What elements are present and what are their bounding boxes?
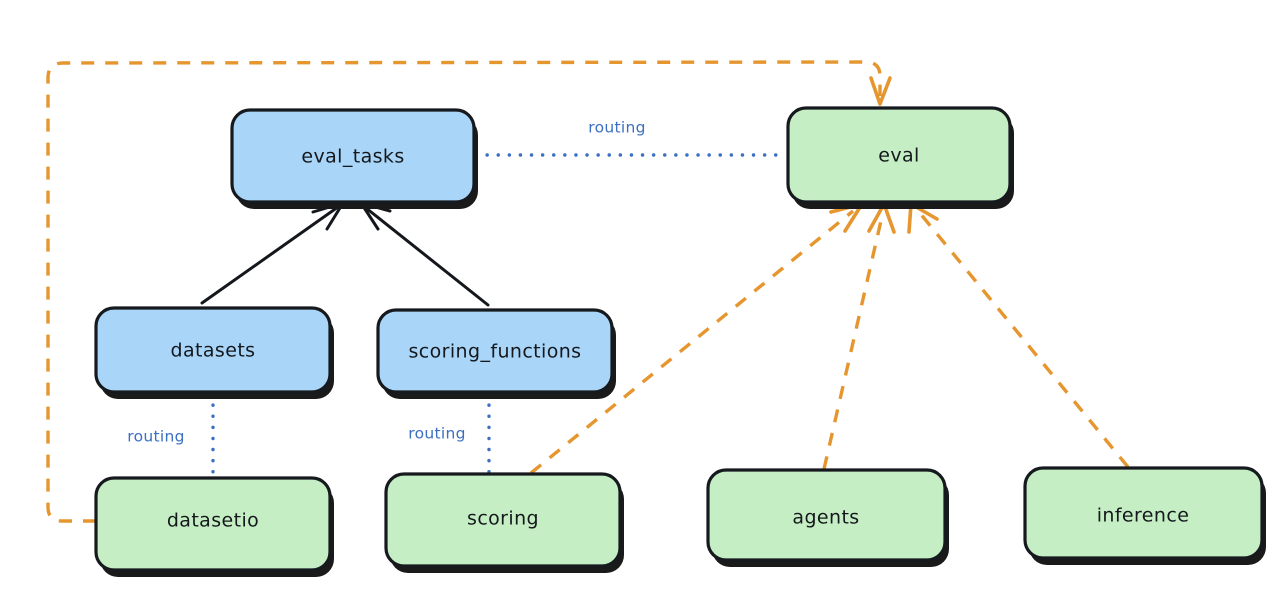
edge-datasets-eval_tasks-line — [200, 205, 340, 305]
node-datasetio[interactable]: datasetio — [94, 476, 334, 577]
node-agents[interactable]: agents — [706, 468, 949, 567]
node-scoring-label: scoring — [467, 508, 539, 530]
edge-datasets-eval_tasks — [200, 201, 345, 305]
edge-inference-eval-line — [917, 210, 1130, 469]
node-datasets[interactable]: datasets — [94, 306, 334, 399]
node-eval-box — [786, 106, 1012, 204]
edge-group-solid — [200, 201, 490, 307]
node-scoring_functions-label: scoring_functions — [409, 341, 582, 363]
node-datasetio-label: datasetio — [167, 510, 259, 532]
node-inference-label: inference — [1097, 505, 1190, 527]
node-agents-box — [706, 468, 947, 562]
edge-label-scoring_functions-scoring: routing — [408, 425, 466, 443]
edge-agents-eval-line — [822, 211, 885, 470]
node-inference-box — [1023, 466, 1264, 560]
edge-datasetio-eval — [46, 60, 892, 523]
node-datasets-label: datasets — [171, 340, 256, 362]
edge-inference-eval — [907, 202, 1130, 469]
node-eval_tasks[interactable]: eval_tasks — [230, 108, 478, 209]
node-agents-label: agents — [792, 507, 859, 529]
node-eval_tasks-box — [230, 108, 476, 204]
node-datasetio-box — [94, 476, 332, 572]
edge-group-dotted-routing — [211, 153, 788, 479]
edge-scoring_functions-eval_tasks — [359, 201, 490, 307]
edge-datasetio-eval-line — [46, 60, 882, 523]
edge-agents-eval — [822, 202, 896, 470]
node-datasets-box — [94, 306, 332, 394]
node-inference[interactable]: inference — [1023, 466, 1266, 565]
node-scoring[interactable]: scoring — [384, 472, 624, 573]
node-eval-label: eval — [878, 145, 919, 167]
node-eval[interactable]: eval — [786, 106, 1014, 209]
node-scoring-box — [384, 472, 622, 568]
node-scoring_functions-box — [376, 308, 614, 394]
node-scoring_functions[interactable]: scoring_functions — [376, 308, 616, 399]
edge-label-eval_tasks-eval: routing — [588, 119, 646, 137]
node-group: eval_tasks eval datasets scoring_functio… — [94, 106, 1266, 577]
edge-datasetio-eval-arrowhead — [869, 76, 892, 106]
edge-scoring-eval-line — [529, 209, 855, 475]
edge-scoring_functions-eval_tasks-line — [364, 206, 490, 307]
edge-label-group: routing routing routing — [127, 119, 646, 446]
node-eval_tasks-label: eval_tasks — [301, 146, 404, 168]
edge-label-datasets-datasetio: routing — [127, 428, 185, 446]
